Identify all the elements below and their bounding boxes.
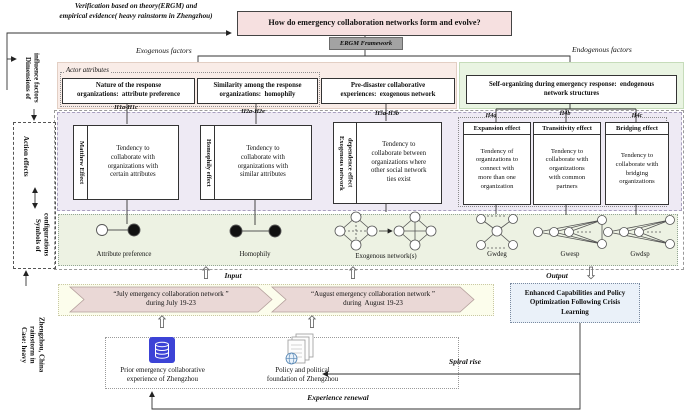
experience-renewal-connector <box>149 321 581 410</box>
transitivity-effect-text: Tendency to collaborate with organizatio… <box>545 147 589 190</box>
effect-to-symbol-connectors <box>126 198 637 225</box>
july-chevron-shape <box>68 286 273 313</box>
actor-attributes-label: Actor attributes <box>64 67 111 74</box>
transitivity-effect-header: Transitivity effect <box>534 123 600 135</box>
sidebar-action-effects-label: Action effects <box>21 135 30 177</box>
attribute-preference-label: Attribute preference <box>96 251 152 258</box>
predisaster-box: Pre-disaster collaborative experiences: … <box>321 78 455 104</box>
gwesp-label: Gwesp <box>560 251 580 258</box>
gwesp-glyph <box>533 215 607 249</box>
endogenous-factors-label: Endogenous factors <box>572 45 632 54</box>
foundation-up-arrow1-icon: ⇧ <box>154 313 170 333</box>
matthew-effect-text: Tendency to collaborate with organizatio… <box>107 144 159 179</box>
gwdeg-label: Gwdeg <box>487 251 507 258</box>
attribute-preference-glyph <box>96 223 141 237</box>
foundation-up-arrow2-icon: ⇧ <box>304 313 320 333</box>
gwdsp-glyph <box>603 215 675 249</box>
exogenous-dependence-box: Exogenous network dependence effect Tend… <box>333 122 442 204</box>
sidebar-dimensions-label: Dimensions of influence factors <box>23 53 41 103</box>
hypothesis-label-h4a: H4a <box>485 112 497 119</box>
homophily-effect-text: Tendency to collaborate with organizatio… <box>237 144 289 179</box>
sidebar-effects-group <box>13 122 56 269</box>
expansion-effect-box: Expansion effect Tendency of organizatio… <box>463 122 531 205</box>
hypothesis-label-h3: H3a-H3b <box>374 110 400 117</box>
homophily-effect-box: Homophily effect Tendency to collaborate… <box>200 125 312 200</box>
configurations-band <box>58 214 678 266</box>
output-down-arrow-icon: ⇩ <box>583 264 599 284</box>
actor-attributes-group <box>60 72 320 107</box>
input-up-arrow-icon: ⇧ <box>198 264 214 284</box>
endogenous-hypothesis-connectors <box>495 102 637 122</box>
output-box: Enhanced Capabilities and Policy Optimiz… <box>510 283 640 323</box>
spiral-rise-label: Spiral rise <box>449 357 481 366</box>
input-up-arrow2-icon: ⇧ <box>345 264 361 284</box>
august-network-chevron: “August emergency collaboration network … <box>311 290 435 308</box>
august-chevron-shape <box>270 286 475 313</box>
july-network-chevron: “July emergency collaboration network ” … <box>113 290 229 308</box>
bridging-effect-text: Tendency to collaborate with bridging or… <box>615 152 659 186</box>
matthew-effect-box: Matthew Effect Tendency to collaborate w… <box>73 125 179 200</box>
verification-note: Verification based on theory(ERGM) and e… <box>59 2 213 20</box>
hypothesis-label-h4c: H4c <box>631 112 643 119</box>
hypothesis-label-h1: H1a-H1c <box>114 104 138 111</box>
documents-icon <box>285 333 314 365</box>
model-frame <box>54 110 684 270</box>
self-organizing-box: Self-organizing during emergency respons… <box>466 75 677 104</box>
homophily-label: Homophily <box>239 251 271 258</box>
input-label: Input <box>224 271 242 280</box>
bridging-effect-box: Bridging effect Tendency to collaborate … <box>605 122 669 205</box>
hypothesis-label-h2: H2a-H2e <box>241 108 265 115</box>
transitivity-effect-box: Transitivity effect Tendency to collabor… <box>533 122 601 205</box>
expansion-effect-text: Tendency of organizations to connect wit… <box>475 147 519 190</box>
experience-renewal-label: Experience renewal <box>307 393 369 402</box>
verification-arrow <box>6 30 232 90</box>
exogenous-network-glyph <box>334 211 437 251</box>
exogenous-dependence-text: Tendency to collaborate between organiza… <box>371 140 427 184</box>
research-question-box: How do emergency collaboration networks … <box>237 11 512 36</box>
prior-experience-label: Prior emergency collaborative experience… <box>120 366 205 384</box>
matthew-effect-label: Matthew Effect <box>74 126 88 199</box>
hypothesis-label-h4b: H4b <box>559 110 571 117</box>
input-chevrons <box>68 286 475 313</box>
homophily-effect-label: Homophily effect <box>201 126 215 199</box>
exogenous-networks-label: Exogenous network(s) <box>355 253 417 260</box>
database-icon <box>149 337 175 363</box>
gwdeg-glyph <box>476 214 518 250</box>
nature-box: Nature of the response organizations: at… <box>62 78 195 104</box>
sidebar-case-label: Case: heavy rainstorm in Zhengzhou, Chin… <box>19 317 46 373</box>
homophily-glyph <box>229 224 282 238</box>
ergm-framework-badge: ERGM Framework <box>329 37 403 50</box>
exogenous-factors-label: Exogenous factors <box>136 46 192 55</box>
exogenous-hypothesis-connectors <box>126 102 387 124</box>
exogenous-dependence-label: Exogenous network dependence effect <box>334 123 357 203</box>
gwdsp-label: Gwdsp <box>630 251 650 258</box>
output-label: Output <box>546 271 568 280</box>
similarity-box: Similarity among the response organizati… <box>197 78 318 104</box>
bridging-effect-header: Bridging effect <box>606 123 668 135</box>
sidebar-symbols-label: Symbols of configurations <box>33 213 51 257</box>
policy-foundation-label: Policy and political foundation of Zheng… <box>266 366 339 384</box>
expansion-effect-header: Expansion effect <box>464 123 530 135</box>
